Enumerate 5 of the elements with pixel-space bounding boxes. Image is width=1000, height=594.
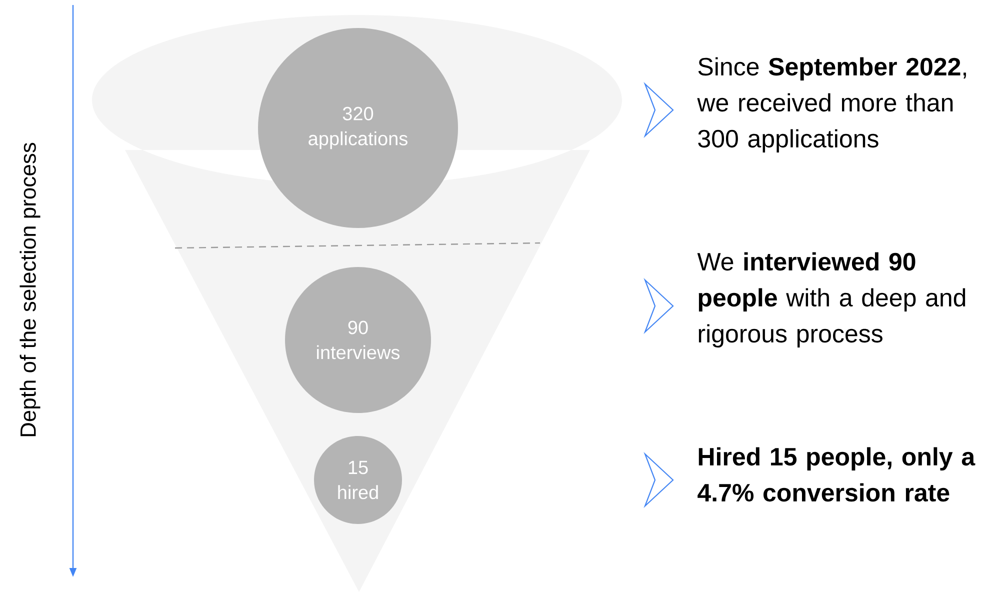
axis-label: Depth of the selection process <box>20 142 40 436</box>
description-text: Hired 15 people, only a 4.7% conversion rate <box>698 447 976 502</box>
funnel-shape <box>92 15 622 592</box>
description-text: We interviewed 90 people with a deep and rigorous process <box>697 252 966 348</box>
description-text: Since September 2022, we received more than 300 applications <box>697 57 966 152</box>
